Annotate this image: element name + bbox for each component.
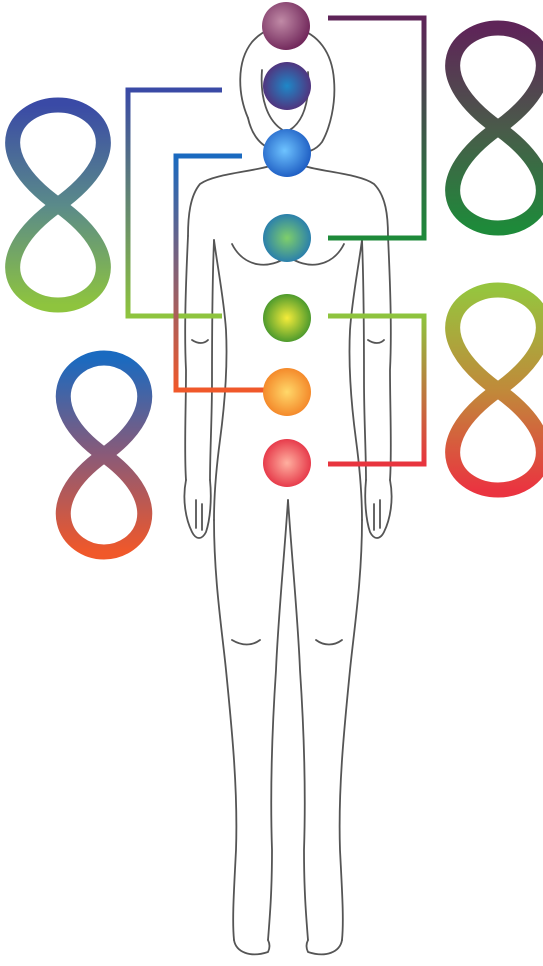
infinity-loop-icon [63,358,144,552]
crown-chakra-icon [262,2,310,50]
sacral-chakra-icon [263,368,311,416]
thirdeye-sacral-bracket [176,156,268,390]
solar-plexus-chakra-icon [263,294,311,342]
throat-chakra-icon [263,129,311,177]
infinity-loop-icon [453,290,543,490]
crown-heart-bracket [328,18,424,238]
third-eye-chakra-icon [263,62,311,110]
root-chakra-icon [263,439,311,487]
infinity-loop-icon [453,28,543,228]
heart-chakra-icon [263,214,311,262]
infinity-loop-icon [13,105,104,305]
solar-root-bracket [328,316,424,464]
